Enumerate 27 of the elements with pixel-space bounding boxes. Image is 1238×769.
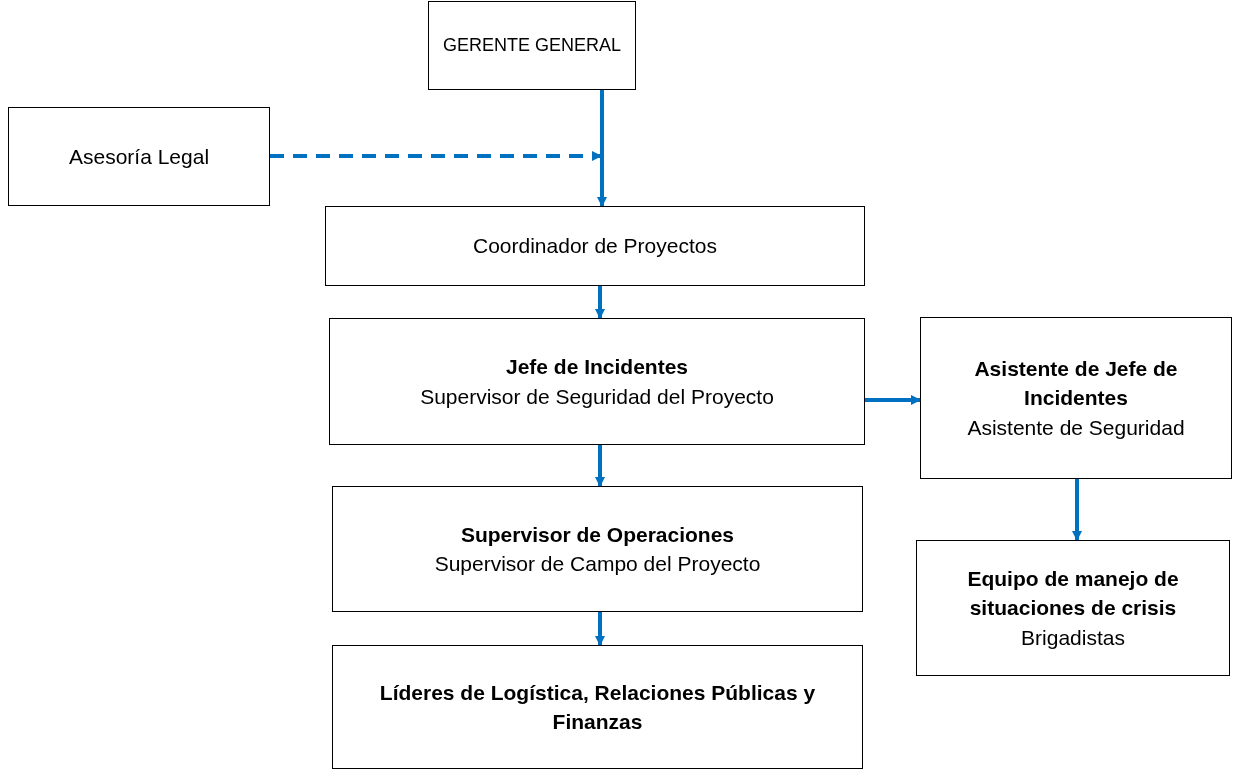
role-title: Líderes de Logística, Relaciones Públicas y Finanzas: [378, 679, 817, 735]
role-box: [8, 107, 270, 206]
role-title: Asistente de Jefe de Incidentes: [973, 355, 1179, 412]
role-title: Jefe de Incidentes: [505, 354, 689, 381]
role-text: Supervisor de Seguridad del Proyecto: [420, 383, 774, 410]
arrow: [597, 90, 607, 207]
role-box: [329, 318, 865, 445]
arrow: [595, 445, 605, 487]
role-title: Supervisor de Operaciones: [460, 521, 735, 548]
dashed-arrow: [270, 151, 602, 161]
arrow: [865, 395, 921, 405]
role-text: GERENTE GENERAL: [442, 33, 621, 57]
role-box: [332, 645, 863, 769]
role-box: [916, 540, 1230, 676]
role-text: Asistente de Seguridad: [967, 414, 1185, 441]
role-title: Equipo de manejo de situaciones de crisis: [966, 565, 1180, 622]
role-box: [332, 486, 863, 612]
role-box: [325, 206, 865, 286]
role-text: Supervisor de Campo del Proyecto: [434, 551, 761, 577]
role-box: [428, 1, 636, 90]
arrow: [595, 612, 605, 646]
arrow: [595, 286, 605, 319]
role-text: Asesoría Legal: [68, 143, 210, 170]
arrow: [1072, 479, 1082, 541]
role-text: Brigadistas: [1021, 624, 1125, 651]
role-box: [920, 317, 1232, 479]
role-text: Coordinador de Proyectos: [473, 233, 717, 260]
